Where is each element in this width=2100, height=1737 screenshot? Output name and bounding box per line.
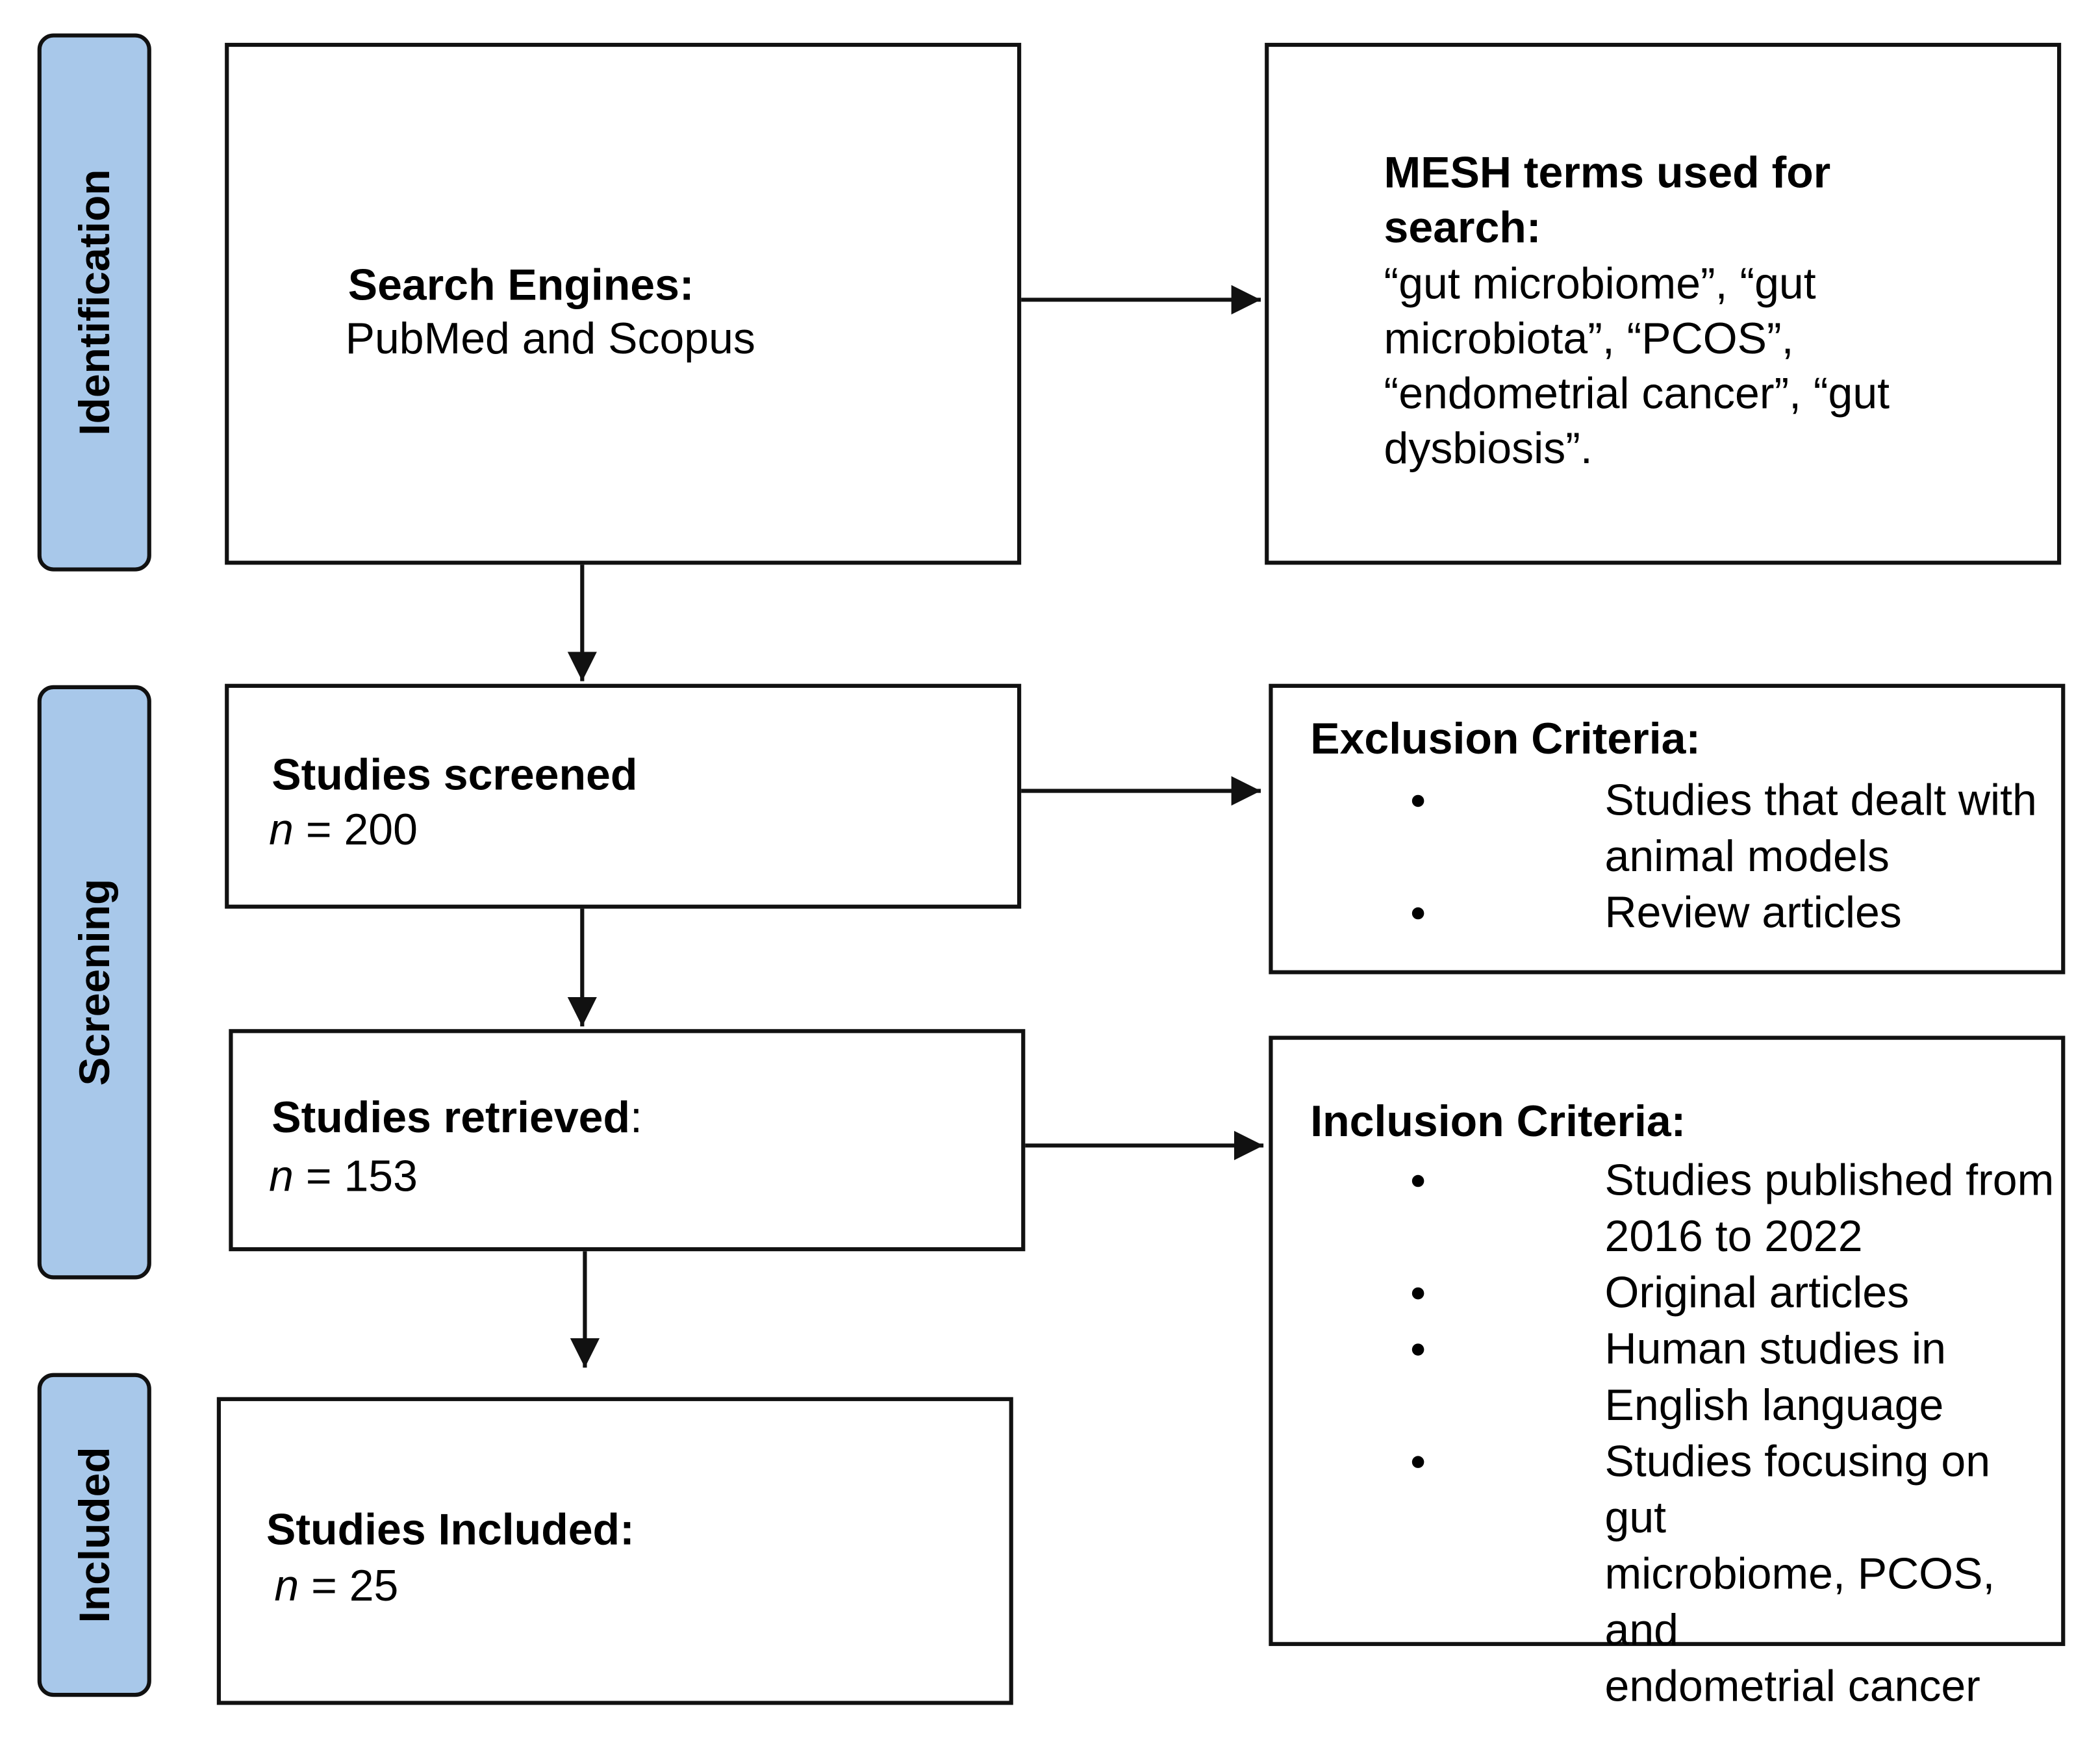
list-item-line: endometrial cancer xyxy=(1604,1660,1980,1710)
studies-retrieved-colon: : xyxy=(630,1092,642,1142)
list-item: Review articles xyxy=(1411,885,2037,941)
list-item: Original articles xyxy=(1411,1265,2061,1321)
studies-screened-box: Studies screened n = 200 xyxy=(225,683,1022,909)
search-engines-value: PubMed and Scopus xyxy=(345,313,755,363)
inclusion-criteria-box: Inclusion Criteria: Studies published fr… xyxy=(1269,1035,2066,1710)
search-engines-box: Search Engines: PubMed and Scopus xyxy=(225,42,1022,565)
list-item: Studies focusing on gut microbiome, PCOS… xyxy=(1411,1433,2061,1714)
studies-included-label: Studies Included: xyxy=(266,1504,635,1554)
n-symbol: n xyxy=(274,1560,299,1610)
studies-screened-count: n = 200 xyxy=(269,802,418,856)
phase-identification: Identification xyxy=(37,33,151,572)
mesh-terms-label: MESH terms used for search: xyxy=(1384,144,1831,254)
list-item-line: 2016 to 2022 xyxy=(1604,1211,1863,1261)
list-item-line: Studies focusing on gut xyxy=(1604,1436,1991,1542)
list-item-line: microbiome, PCOS, and xyxy=(1604,1548,1995,1655)
mesh-terms-line: dysbiosis”. xyxy=(1384,422,1593,473)
studies-retrieved-value: = 153 xyxy=(293,1150,418,1200)
exclusion-criteria-box: Exclusion Criteria: Studies that dealt w… xyxy=(1269,683,2066,974)
list-item: Human studies in English language xyxy=(1411,1321,2061,1433)
list-item-line: Review articles xyxy=(1604,887,1902,937)
studies-screened-label: Studies screened xyxy=(272,749,638,799)
phase-included: Included xyxy=(37,1373,151,1697)
phase-screening: Screening xyxy=(37,685,151,1280)
studies-retrieved-count: n = 153 xyxy=(269,1148,418,1203)
mesh-terms-line: microbiota”, “PCOS”, xyxy=(1384,313,1794,363)
inclusion-criteria-list: Studies published from 2016 to 2022 Orig… xyxy=(1411,1152,2061,1714)
exclusion-criteria-title: Exclusion Criteria: xyxy=(1310,713,1701,763)
n-symbol: n xyxy=(269,804,294,854)
mesh-terms-list: “gut microbiome”, “gut microbiota”, “PCO… xyxy=(1384,255,1890,475)
search-engines-label: Search Engines: xyxy=(348,259,694,309)
list-item-line: Original articles xyxy=(1604,1267,1910,1317)
mesh-terms-line: “gut microbiome”, “gut xyxy=(1384,258,1816,308)
list-item-line: animal models xyxy=(1604,831,1890,881)
list-item-line: Studies that dealt with xyxy=(1604,774,2037,825)
studies-retrieved-label: Studies retrieved: xyxy=(272,1089,642,1144)
list-item-line: English language xyxy=(1604,1379,1944,1430)
list-item: Studies that dealt with animal models xyxy=(1411,772,2037,885)
list-item-line: Studies published from xyxy=(1604,1154,2055,1205)
studies-included-box: Studies Included: n = 25 xyxy=(216,1397,1013,1705)
mesh-terms-label-line-1: MESH terms used for xyxy=(1384,147,1831,197)
studies-screened-value: = 200 xyxy=(293,804,418,854)
n-symbol: n xyxy=(269,1150,294,1200)
inclusion-criteria-title: Inclusion Criteria: xyxy=(1310,1096,1686,1146)
exclusion-criteria-list: Studies that dealt with animal models Re… xyxy=(1411,772,2037,941)
list-item: Studies published from 2016 to 2022 xyxy=(1411,1152,2061,1265)
mesh-terms-box: MESH terms used for search: “gut microbi… xyxy=(1265,42,2062,565)
mesh-terms-label-line-2: search: xyxy=(1384,202,1541,252)
mesh-terms-line: “endometrial cancer”, “gut xyxy=(1384,368,1890,418)
studies-retrieved-box: Studies retrieved: n = 153 xyxy=(229,1029,1026,1252)
studies-retrieved-label-text: Studies retrieved xyxy=(272,1092,631,1142)
list-item-line: Human studies in xyxy=(1604,1323,1946,1373)
studies-included-count: n = 25 xyxy=(274,1558,398,1612)
studies-included-value: = 25 xyxy=(299,1560,399,1610)
